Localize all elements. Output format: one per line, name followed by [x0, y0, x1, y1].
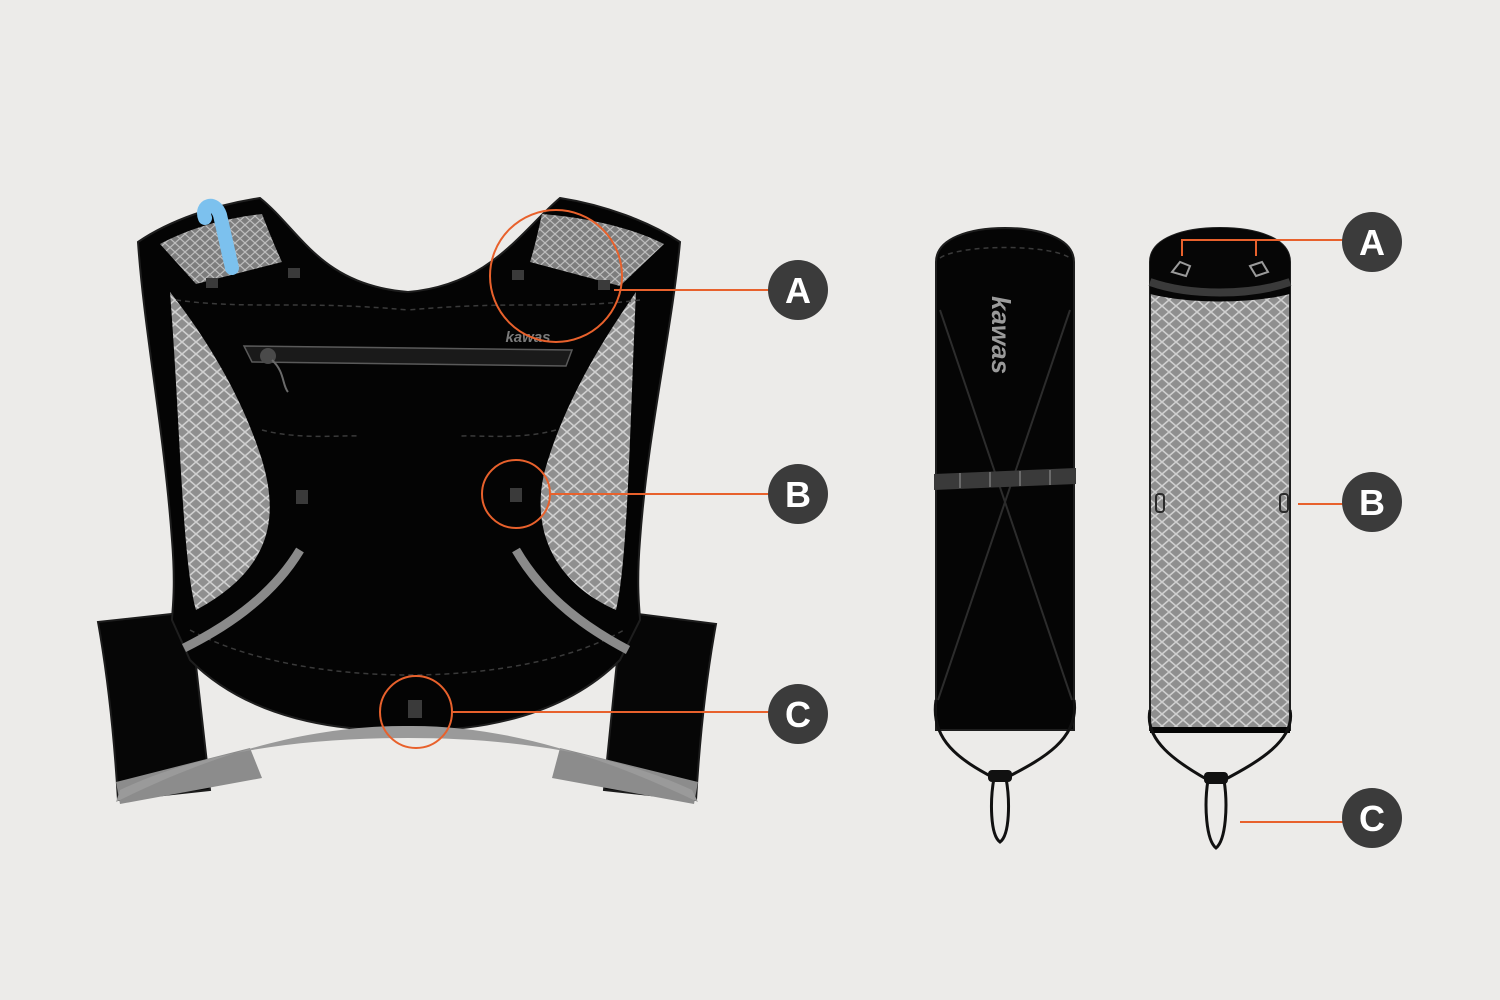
bottle-sleeve-front: kawas — [933, 226, 1077, 844]
sleeve-callout-badge-b: B — [1342, 472, 1402, 532]
svg-text:B: B — [785, 474, 811, 515]
sleeve-back-clip-right — [1248, 260, 1270, 278]
vest-callout-badge-b: B — [768, 464, 828, 524]
sleeve-back-cap-trim — [1148, 278, 1292, 297]
vest-bottom-trim-left — [116, 748, 262, 804]
vest-bottom-trim-right — [552, 748, 698, 804]
vest-anchor-shoulder-right — [512, 270, 524, 280]
sleeve-back-body — [1149, 226, 1291, 731]
sleeve-back-cord — [1147, 709, 1293, 850]
sleeve-back-side-clip-left — [1155, 493, 1165, 513]
vest-anchor-chest-left — [296, 490, 308, 504]
vest-stitching — [175, 299, 641, 676]
sleeve-leader-line-a — [1181, 239, 1344, 256]
svg-text:B: B — [1359, 482, 1385, 523]
vest-body — [136, 196, 682, 732]
sleeve-front-elastic-band — [934, 468, 1076, 490]
sleeve-front-cross-cords — [937, 309, 1073, 701]
sleeve-back-cord-lock — [1204, 772, 1228, 784]
vest-chest-zipper — [242, 345, 574, 367]
svg-text:C: C — [785, 694, 811, 735]
vest-lower-pocket-zipper-right — [512, 547, 631, 654]
vest-shoulder-mesh-right — [530, 214, 664, 286]
vest-anchor-bottom — [408, 700, 422, 718]
vest-brand-logo: kawas — [505, 329, 550, 346]
vest-anchor-shoulder-right-2 — [598, 280, 610, 290]
sleeve-front-cord-lock — [988, 770, 1012, 782]
bottle-sleeve-back: A B C — [1147, 212, 1402, 850]
vest-side-mesh-left — [170, 292, 270, 610]
sleeve-back-side-clip-right — [1279, 493, 1289, 513]
running-vest: kawas A B C — [96, 196, 828, 804]
vest-zipper-cord — [271, 359, 289, 393]
vest-callout-badge-c: C — [768, 684, 828, 744]
sleeve-callout-badge-a: A — [1342, 212, 1402, 272]
vest-anchor-chest-right — [510, 488, 522, 502]
vest-callout-circle-a — [489, 209, 623, 343]
sleeve-callout-badge-c: C — [1342, 788, 1402, 848]
vest-callout-badge-a: A — [768, 260, 828, 320]
svg-text:A: A — [1359, 222, 1385, 263]
hydration-tube — [197, 198, 239, 275]
sleeve-front-cord — [933, 699, 1077, 844]
svg-text:C: C — [1359, 798, 1385, 839]
sleeve-front-band-ticks — [959, 470, 1051, 488]
vest-anchor-shoulder-left-2 — [288, 268, 300, 278]
vest-side-mesh-right — [540, 292, 636, 610]
sleeve-front-top-stitch — [939, 246, 1071, 259]
sleeve-front-brand-logo: kawas — [986, 296, 1016, 374]
svg-text:A: A — [785, 270, 811, 311]
sleeve-back-clip-left — [1170, 260, 1192, 278]
vest-anchor-shoulder-left — [206, 278, 218, 288]
vest-lower-pocket-zipper-left — [181, 547, 304, 653]
